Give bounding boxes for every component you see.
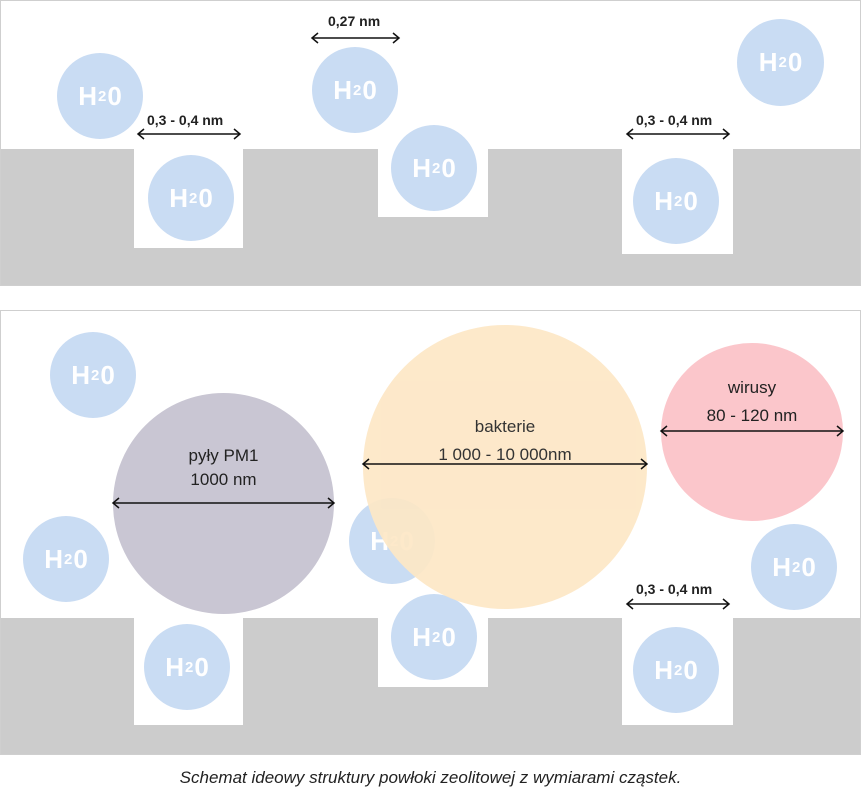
bacteria-size: 1 000 - 10 000nm	[438, 445, 572, 464]
molecule-size-label: 0,27 nm	[328, 13, 381, 29]
pore-size-label: 0,3 - 0,4 nm	[636, 112, 713, 128]
virus-size: 80 - 120 nm	[706, 406, 798, 425]
bottom-panel: H20 H20 H20 H20 H20 H20 H20 pyły PM1 100…	[0, 310, 861, 755]
pm1-label: pyły PM1	[188, 446, 259, 465]
bacteria-label: bakterie	[474, 417, 536, 436]
pore-size-label: 0,3 - 0,4 nm	[636, 581, 713, 597]
pore-size-label: 0,3 - 0,4 nm	[147, 112, 224, 128]
bacteria-particle: bakterie 1 000 - 10 000nm	[363, 325, 647, 609]
figure-caption: Schemat ideowy struktury powłoki zeolito…	[179, 768, 682, 787]
virus-label: wirusy	[727, 378, 777, 397]
virus-particle: wirusy 80 - 120 nm	[661, 343, 843, 521]
pm1-dust-particle: pyły PM1 1000 nm	[113, 393, 334, 614]
pm1-size: 1000 nm	[190, 470, 257, 489]
